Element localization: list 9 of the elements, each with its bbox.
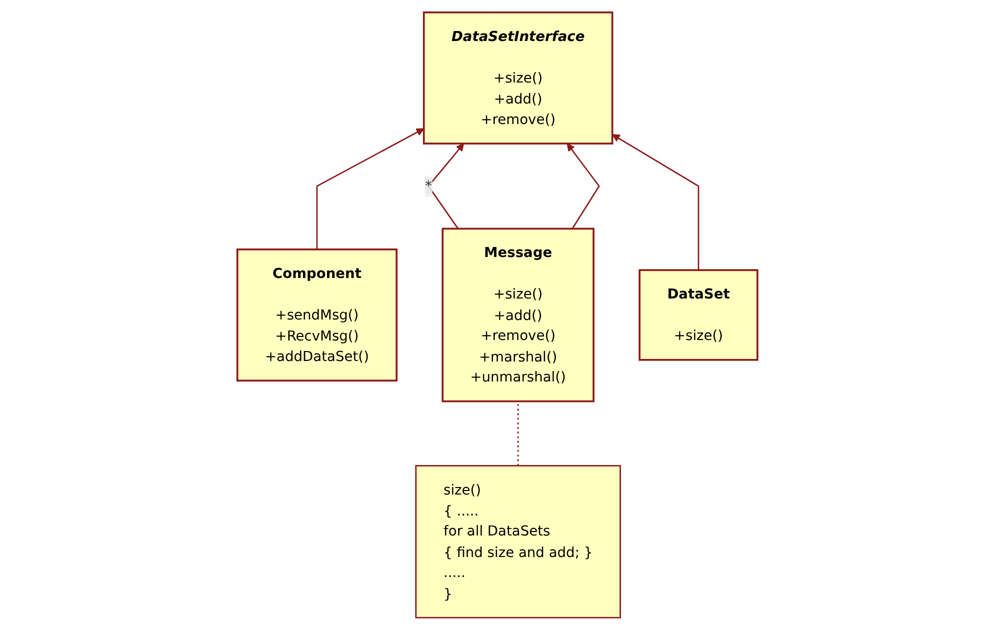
node-box: Component +sendMsg() +RecvMsg() +addDataSet() [236,248,398,381]
arrow [612,134,699,270]
node-box: DataSet +size() [638,268,758,360]
arrow [316,128,424,249]
edge-label: * [424,177,432,194]
arrow [566,142,600,229]
node-box: Message +size() +add() +remove() +marshal() +unmarshal() [441,227,594,402]
node-box: size() { ..... for all DataSets { find size and add; } ..... } [414,464,621,618]
node-box: DataSetInterface +size() +add() +remove() [422,10,613,144]
